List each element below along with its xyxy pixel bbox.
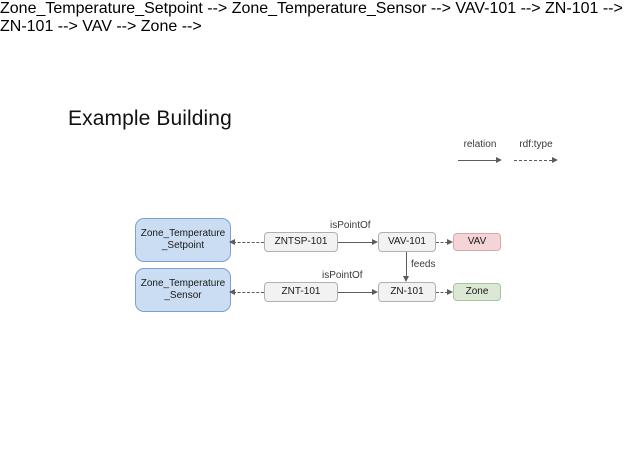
edge-label-feeds: feeds	[411, 259, 436, 270]
edge-vav101-rdftype-vav	[436, 242, 448, 243]
instance-node-zn-101[interactable]: ZN-101	[378, 282, 436, 302]
legend-item-rdftype: rdf:type	[508, 139, 564, 165]
arrowhead-zn101-rdftype-zone	[447, 288, 453, 295]
type-node-vav[interactable]: VAV	[453, 233, 501, 251]
edge-label-ispointof-upper: isPointOf	[330, 220, 371, 231]
class-node-zone-temperature-sensor[interactable]: Zone_Temperature_Sensor	[135, 268, 231, 312]
arrowhead-znt-to-sensor-class	[229, 288, 235, 295]
edge-znt-to-sensor-class	[233, 292, 264, 293]
legend: relation rdf:type	[452, 139, 567, 171]
arrowhead-vav-feeds-zn	[403, 276, 409, 282]
instance-node-zntsp-101[interactable]: ZNTSP-101	[264, 232, 338, 252]
type-node-zone[interactable]: Zone	[453, 283, 501, 301]
legend-label-relation: relation	[463, 139, 497, 150]
edge-znt-ispointof-zn	[338, 292, 372, 293]
arrowhead-zntsp-ispointof-vav	[372, 238, 378, 245]
legend-solid-arrow-icon	[458, 157, 502, 165]
arrowhead-znt-ispointof-zn	[372, 288, 378, 295]
legend-item-relation: relation	[452, 139, 508, 165]
edge-zntsp-ispointof-vav	[338, 242, 372, 243]
arrowhead-vav101-rdftype-vav	[447, 238, 453, 245]
edge-zntsp-to-setpoint-class	[233, 242, 264, 243]
instance-node-znt-101[interactable]: ZNT-101	[264, 282, 338, 302]
edge-label-ispointof-lower: isPointOf	[322, 270, 363, 281]
edge-vav-feeds-zn	[406, 252, 407, 278]
class-node-zone-temperature-setpoint[interactable]: Zone_Temperature_Setpoint	[135, 218, 231, 262]
edge-zn101-rdftype-zone	[436, 292, 448, 293]
legend-label-rdftype: rdf:type	[519, 139, 553, 150]
arrowhead-zntsp-to-setpoint-class	[229, 238, 235, 245]
legend-dashed-arrow-icon	[514, 157, 558, 165]
instance-node-vav-101[interactable]: VAV-101	[378, 232, 436, 252]
page-title: Example Building	[68, 107, 232, 130]
